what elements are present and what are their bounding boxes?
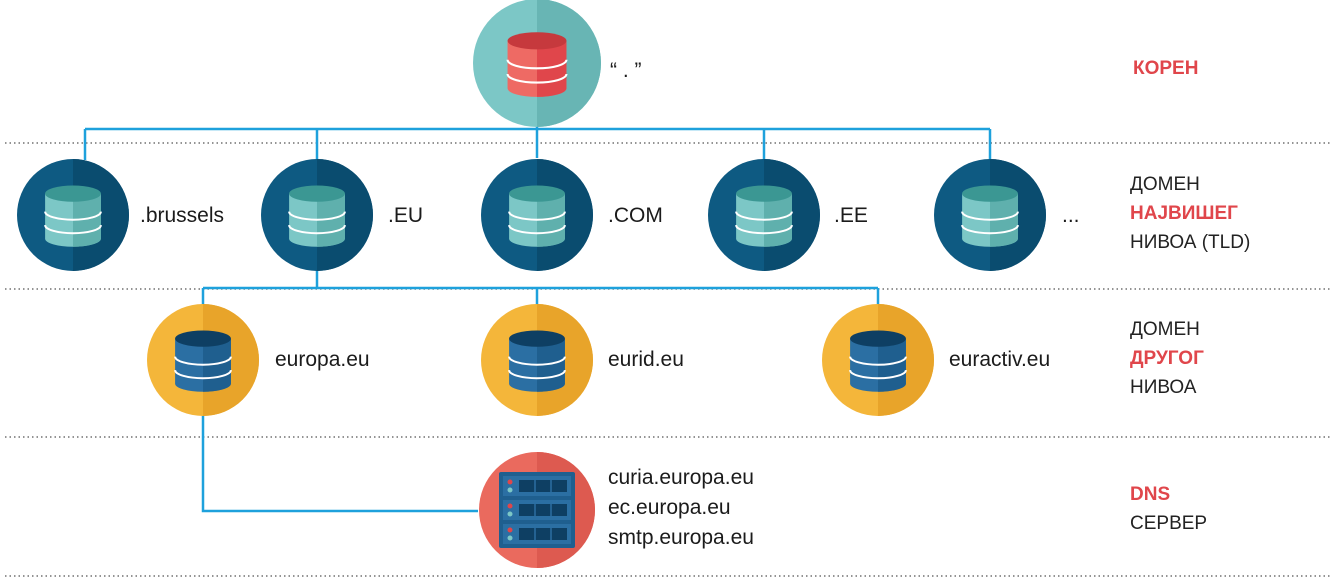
root-label: “ . ” xyxy=(610,59,642,82)
tld-node-ee xyxy=(708,159,820,271)
sld-label-europa: europa.eu xyxy=(275,348,370,371)
level-tld-line3: НИВОА (TLD) xyxy=(1130,232,1251,253)
tld-label-com: .COM xyxy=(608,204,663,227)
dns-host-item: curia.europa.eu xyxy=(608,466,754,489)
database-icon xyxy=(849,329,907,393)
database-icon xyxy=(44,184,102,248)
sld-label-eurid: eurid.eu xyxy=(608,348,684,371)
dns-host-item: ec.europa.eu xyxy=(608,496,731,519)
root-node xyxy=(473,0,601,127)
tld-node-brussels xyxy=(17,159,129,271)
tld-label-more: ... xyxy=(1062,204,1080,227)
tld-label-eu: .EU xyxy=(388,204,424,227)
level-sld-line1: ДОМЕН xyxy=(1130,319,1200,340)
tld-node-more xyxy=(934,159,1046,271)
level-dns-line2: СЕРВЕР xyxy=(1130,513,1208,534)
database-icon xyxy=(961,184,1019,248)
level-dns-emphasis: DNS xyxy=(1130,484,1171,505)
level-dns-label: DNS СЕРВЕР xyxy=(1130,480,1207,538)
tld-node-com xyxy=(481,159,593,271)
database-icon xyxy=(735,184,793,248)
connector-europa-dns xyxy=(201,415,478,513)
dns-server-node xyxy=(479,452,595,568)
level-tld-emphasis: НАЈВИШЕГ xyxy=(1130,203,1238,224)
tld-label-brussels: .brussels xyxy=(140,204,225,227)
level-sld-label: ДОМЕН ДРУГОГ НИВОА xyxy=(1130,315,1204,402)
level-tld-label: ДОМЕН НАЈВИШЕГ НИВОА (TLD) xyxy=(1130,170,1250,257)
dns-host-list: curia.europa.eu ec.europa.eu smtp.europa… xyxy=(608,465,754,550)
sld-node-europa xyxy=(147,304,259,416)
level-tld-line1: ДОМЕН xyxy=(1130,174,1200,195)
database-icon xyxy=(288,184,346,248)
connectors xyxy=(83,100,992,513)
level-root-label: КОРЕН xyxy=(1133,58,1199,79)
database-icon xyxy=(508,184,566,248)
server-rack-icon xyxy=(499,472,575,548)
database-icon xyxy=(508,329,566,393)
tld-node-eu xyxy=(261,159,373,271)
sld-node-euractiv xyxy=(822,304,934,416)
sld-node-eurid xyxy=(481,304,593,416)
database-icon xyxy=(506,31,568,98)
level-sld-line3: НИВОА xyxy=(1130,377,1197,398)
tld-label-ee: .EE xyxy=(834,204,868,227)
database-icon xyxy=(174,329,232,393)
dns-host-item: smtp.europa.eu xyxy=(608,526,754,549)
level-sld-emphasis: ДРУГОГ xyxy=(1130,348,1204,369)
sld-label-euractiv: euractiv.eu xyxy=(949,348,1051,371)
